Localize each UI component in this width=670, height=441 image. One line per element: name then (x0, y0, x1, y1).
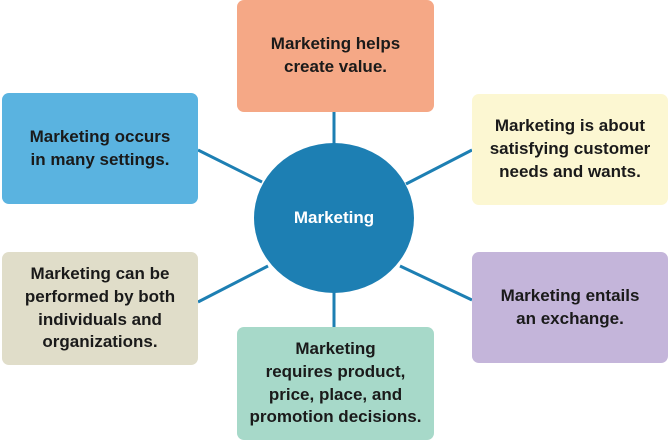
box-four-ps: Marketing requires product, price, place… (237, 327, 434, 440)
connector-right (405, 148, 473, 186)
box-individuals-organizations: Marketing can be performed by both indiv… (2, 252, 198, 365)
center-label: Marketing (293, 208, 375, 227)
box-many-settings: Marketing occurs in many settings. (2, 93, 198, 204)
center-circle: Marketing (254, 143, 414, 293)
box-customer-needs: Marketing is about satisfying customer n… (472, 94, 668, 205)
connector-left (197, 148, 263, 184)
connector-bottom-right (399, 264, 473, 302)
box-create-value: Marketing helps create value. (237, 0, 434, 112)
box-exchange: Marketing entails an exchange. (472, 252, 668, 363)
connector-bottom-left (197, 264, 269, 304)
